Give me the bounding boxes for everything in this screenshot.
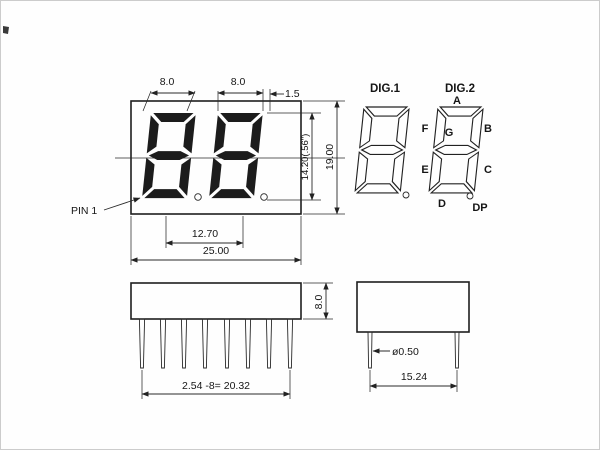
side-body-outline: [130, 282, 302, 320]
digit-outline-2: [428, 106, 484, 194]
dim-pin-pitch-label: 2.54 -8= 20.32: [182, 380, 250, 392]
segment-dp-label: DP: [472, 202, 487, 214]
pin: [367, 331, 373, 369]
dig2-label: DIG.2: [445, 83, 475, 95]
digit-outline-1: [354, 106, 410, 194]
pin: [201, 318, 209, 369]
decimal-point-outline-2: [466, 192, 474, 200]
segment-d-label: D: [438, 198, 446, 210]
decimal-point-outline-1: [402, 191, 410, 199]
segment-b-label: B: [484, 123, 492, 135]
dim-lead-diameter-label: ø0.50: [392, 346, 419, 358]
digit-2-filled: [209, 113, 263, 199]
decimal-point-1: [194, 193, 202, 201]
segment-c-label: C: [484, 164, 492, 176]
pin1-leader-arrow: [103, 197, 141, 211]
pin: [159, 318, 167, 369]
pin: [286, 318, 294, 369]
end-view: ø0.50 15.24: [356, 281, 470, 392]
dim-digit1-width-label: 8.0: [160, 76, 175, 88]
pin: [180, 318, 188, 369]
package-outline: [130, 100, 302, 215]
dim-digit-pitch-label: 12.70: [192, 228, 218, 240]
front-view: 8.0 8.0 1.5 14.20(.56") 19.00 12.70 25.0…: [71, 76, 345, 265]
dig1-label: DIG.1: [370, 83, 401, 95]
segment-diagram: DIG.1 DIG.2 A F G B E C D DP: [354, 83, 492, 214]
scan-artifact: [3, 26, 9, 34]
digit-1-filled: [142, 113, 196, 199]
dim-char-height-label: 14.20(.56"): [300, 134, 311, 181]
extension-line: [142, 90, 152, 112]
pin: [265, 318, 273, 369]
pin: [223, 318, 231, 369]
dim-lead-spacing-label: 15.24: [401, 371, 427, 383]
dim-body-width-label: 25.00: [203, 245, 229, 257]
decimal-point-2: [260, 193, 268, 201]
segment-g-label: G: [445, 127, 454, 139]
pin1-label: PIN 1: [71, 205, 97, 217]
pin: [454, 331, 460, 369]
side-view: 8.0 2.54 -8= 20.32: [130, 282, 333, 399]
end-body-outline: [356, 281, 470, 333]
pin: [138, 318, 146, 369]
dim-gap-label: 1.5: [285, 88, 300, 100]
segment-a-label: A: [453, 95, 461, 107]
segment-f-label: F: [422, 123, 429, 135]
dim-body-thickness-label: 8.0: [313, 295, 325, 310]
dim-digit2-width-label: 8.0: [231, 76, 246, 88]
pin: [244, 318, 252, 369]
segment-e-label: E: [421, 164, 428, 176]
dim-body-height-label: 19.00: [324, 144, 336, 170]
